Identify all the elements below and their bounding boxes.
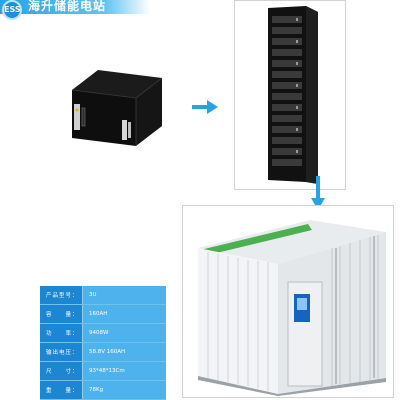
spec-value: 3U: [82, 286, 166, 305]
battery-module-image: [71, 70, 163, 146]
spec-value: 9408W: [82, 323, 166, 343]
logo-badge-text: ESS: [4, 5, 21, 14]
spec-label: 容 量：: [40, 304, 83, 324]
table-row: 容 量： 160AH: [40, 304, 166, 324]
table-row: 尺 寸： 93*48*13Cm: [40, 361, 166, 381]
right-arrow-icon: [192, 100, 218, 114]
logo-badge: ESS: [2, 0, 22, 20]
spec-label: 尺 寸：: [40, 361, 83, 381]
table-row: 产品型号： 3U: [40, 286, 166, 305]
down-arrow-icon: [311, 176, 325, 210]
spec-label: 重 量：: [40, 380, 83, 400]
spec-label: 产品型号：: [40, 286, 83, 305]
page-title: 海升储能电站: [28, 0, 107, 13]
spec-value: 58.8V 160AH: [82, 342, 166, 362]
header-banner: [0, 0, 150, 14]
spec-value: 93*48*13Cm: [82, 361, 166, 381]
table-row: 输出电压： 58.8V 160AH: [40, 342, 166, 362]
energy-storage-container-image: [198, 220, 386, 396]
spec-label: 输出电压：: [40, 342, 83, 362]
spec-value: 78Kg: [82, 380, 166, 400]
table-row: 功 率： 9408W: [40, 323, 166, 343]
table-row: 重 量： 78Kg: [40, 380, 166, 400]
battery-rack-image: [268, 6, 318, 184]
spec-value: 160AH: [82, 304, 166, 324]
spec-label: 功 率：: [40, 323, 83, 343]
spec-table: 产品型号： 3U 容 量： 160AH 功 率： 9408W 输出电压： 58.…: [40, 286, 166, 400]
